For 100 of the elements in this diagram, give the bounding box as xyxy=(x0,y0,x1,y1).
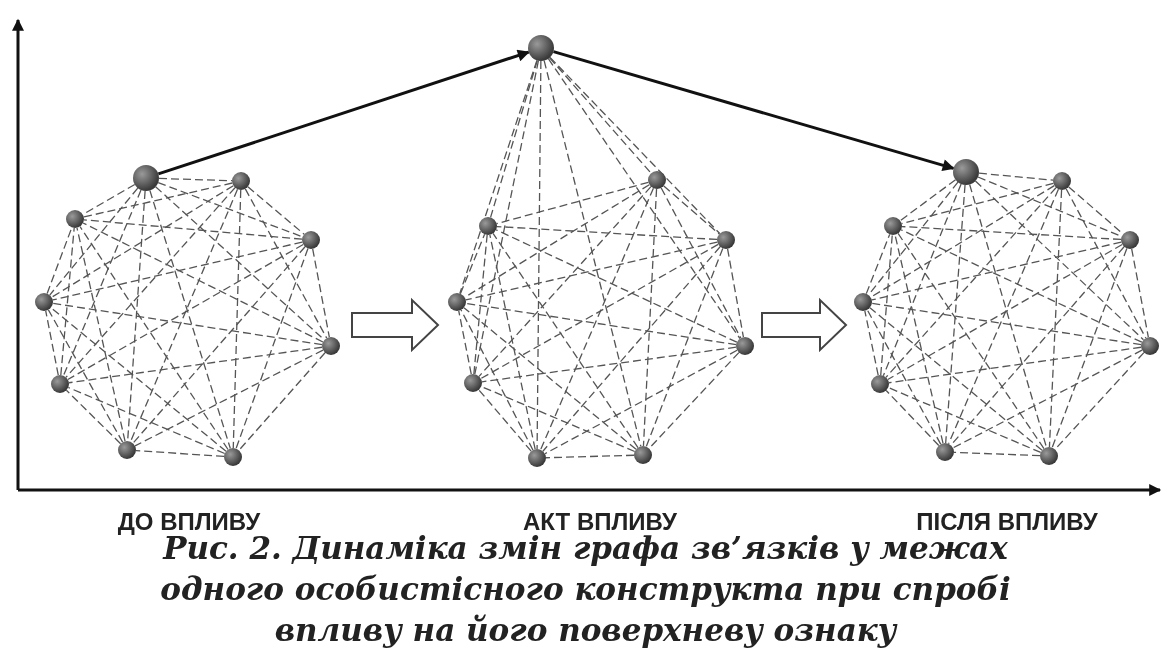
dashed-line xyxy=(885,187,1057,378)
dashed-line xyxy=(953,451,1041,457)
dashed-line xyxy=(536,60,542,450)
dashed-line xyxy=(880,234,893,376)
dashed-line xyxy=(474,60,540,375)
dashed-line xyxy=(870,185,1055,298)
dashed-line xyxy=(642,188,658,447)
dashed-line xyxy=(947,188,1060,445)
dashed-line xyxy=(312,248,330,338)
dashed-line xyxy=(871,302,1142,346)
dashed-line xyxy=(645,247,724,448)
dashed-line xyxy=(899,179,957,222)
graph-vertex-dot xyxy=(35,293,53,311)
dashed-line xyxy=(60,227,75,376)
dashed-line xyxy=(62,189,142,377)
dashed-line xyxy=(495,229,738,343)
dashed-line xyxy=(50,307,227,452)
graph-vertex-dot xyxy=(322,337,340,355)
dashed-line xyxy=(865,233,891,295)
dashed-line xyxy=(460,309,534,451)
dashed-line xyxy=(864,310,879,376)
dashed-line xyxy=(900,229,1143,343)
dashed-line xyxy=(65,389,122,445)
graph-vertex-dot xyxy=(118,441,136,459)
dashed-line xyxy=(82,222,324,343)
graph-vertex-dot xyxy=(479,217,497,235)
dashed-line xyxy=(952,349,1143,449)
dashed-line xyxy=(158,177,233,182)
dashed-line xyxy=(157,181,304,238)
dashed-line xyxy=(49,187,139,296)
graph-vertex-dot xyxy=(871,375,889,393)
dashed-line xyxy=(489,59,538,218)
dashed-line xyxy=(1051,247,1128,449)
dashed-line xyxy=(496,225,718,241)
graph-vertex-dot xyxy=(448,293,466,311)
dashed-line xyxy=(885,389,940,447)
graph-vertex-dot xyxy=(51,375,69,393)
dashed-line xyxy=(45,310,59,376)
dashed-line xyxy=(129,188,239,443)
arrow xyxy=(553,50,955,172)
block-arrow xyxy=(761,297,848,353)
arrow xyxy=(157,49,530,176)
graph-vertex-dot xyxy=(884,217,902,235)
dashed-line xyxy=(52,241,303,301)
graph-vertex-dot xyxy=(302,231,320,249)
dashed-line xyxy=(132,246,306,444)
dashed-line xyxy=(67,386,226,455)
dashed-line xyxy=(67,243,304,381)
graph-vertex-dot xyxy=(634,446,652,464)
dashed-line xyxy=(478,186,652,377)
graph-vertex-dot xyxy=(133,165,159,191)
dashed-line xyxy=(68,346,323,384)
dashed-line xyxy=(866,309,942,445)
dashed-line xyxy=(244,188,328,339)
dashed-line xyxy=(887,386,1042,454)
graph-vertex-dot xyxy=(464,374,482,392)
dashed-line xyxy=(544,349,738,455)
dashed-line xyxy=(549,56,721,235)
dashed-line xyxy=(548,57,652,174)
dashed-line xyxy=(1131,248,1149,338)
dashed-line xyxy=(539,187,655,451)
dashed-line xyxy=(83,182,233,218)
dashed-line xyxy=(247,186,305,235)
dashed-line xyxy=(660,187,742,339)
dashed-line xyxy=(465,241,718,301)
dashed-line xyxy=(65,187,236,378)
dashed-line xyxy=(887,243,1123,381)
dashed-line xyxy=(726,248,745,338)
graph-vertex-dot xyxy=(717,231,735,249)
dashed-line xyxy=(134,349,324,447)
dashed-line xyxy=(974,180,1145,341)
graph-vertex-dot xyxy=(528,35,554,61)
dashed-line xyxy=(663,185,720,235)
dashed-line xyxy=(1054,352,1145,450)
dashed-line xyxy=(458,310,472,375)
dashed-line xyxy=(882,183,962,377)
dashed-line xyxy=(901,225,1122,241)
dashed-line xyxy=(1065,188,1147,339)
dashed-line xyxy=(1048,189,1063,448)
dashed-line xyxy=(459,233,486,295)
dashed-line xyxy=(52,302,323,346)
dashed-line xyxy=(149,189,231,450)
dashed-line xyxy=(945,184,966,444)
graph-vertex-dot xyxy=(224,448,242,466)
dashed-line xyxy=(481,346,737,383)
dashed-line xyxy=(542,246,721,452)
graph-vertex-dot xyxy=(1141,337,1159,355)
dashed-line xyxy=(869,307,1043,451)
dashed-line xyxy=(969,183,1048,448)
dashed-line xyxy=(238,352,326,451)
dashed-line xyxy=(894,234,944,444)
dashed-line xyxy=(543,59,642,447)
dashed-line xyxy=(978,172,1054,181)
graph-vertex-dot xyxy=(936,443,954,461)
dashed-line xyxy=(232,189,242,449)
graph-vertex-dot xyxy=(1053,172,1071,190)
dashed-line xyxy=(76,227,126,442)
graph-vertex-dot xyxy=(648,171,666,189)
dashed-line xyxy=(51,185,234,298)
graph-vertex-dot xyxy=(232,172,250,190)
